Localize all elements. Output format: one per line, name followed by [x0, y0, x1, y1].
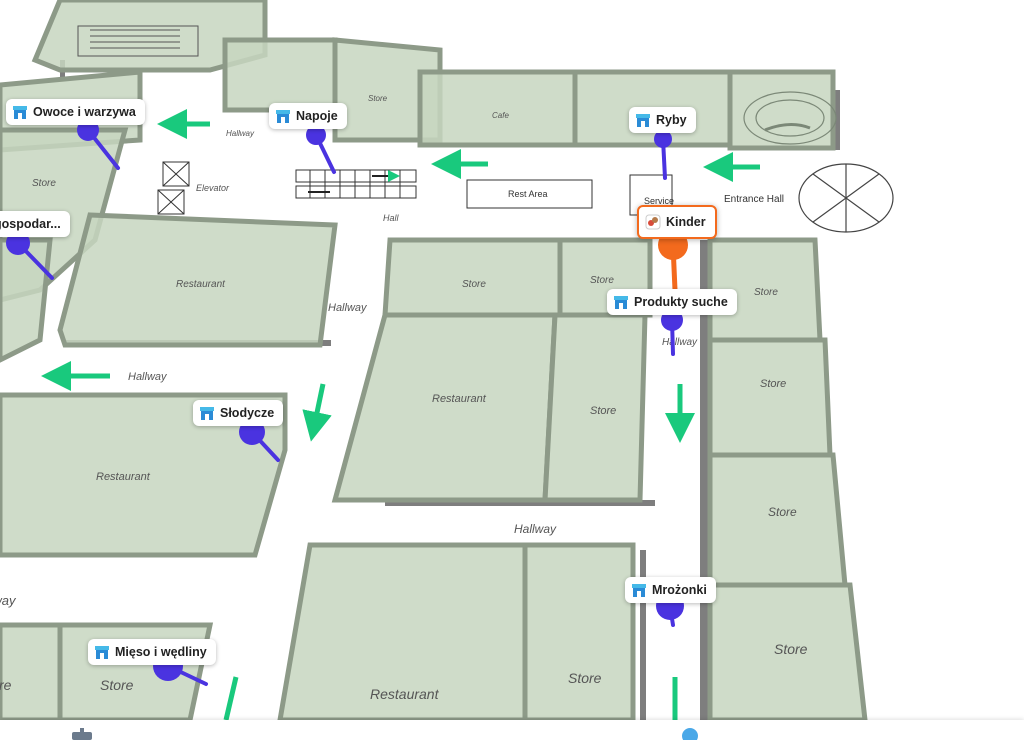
store-icon	[632, 584, 646, 597]
room-label-restaurant-south: Restaurant	[370, 686, 440, 702]
escalator	[295, 169, 417, 199]
pin-label: Ryby	[656, 113, 687, 127]
label-service: Service	[644, 196, 674, 206]
direction-arrows	[41, 109, 760, 721]
rest-area	[466, 179, 593, 209]
robot-icon[interactable]	[70, 728, 94, 740]
pin-label: Mrożonki	[652, 583, 707, 597]
revolving-door	[798, 163, 894, 233]
store-icon	[614, 296, 628, 309]
room-label-store-south: Store	[568, 670, 602, 686]
elevator	[157, 161, 190, 215]
pin-label: Słodycze	[220, 406, 275, 420]
pin-mieso-i-wedliny[interactable]: Mięso i wędliny	[88, 639, 216, 665]
label-hallway-mid: Hallway	[328, 302, 368, 314]
pin-label: Napoje	[296, 109, 338, 123]
room-label-store-east-3: Store	[768, 505, 797, 519]
room-label-store-center-right: Store	[590, 275, 614, 286]
label-elevator: Elevator	[196, 183, 230, 193]
stairs-top	[77, 25, 199, 57]
pin-owoce-i-warzywa[interactable]: Owoce i warzywa	[6, 99, 145, 125]
pin-gospodar[interactable]: gospodar...	[0, 211, 70, 237]
room-label-store-sw: Store	[100, 677, 134, 693]
pin-label: Owoce i warzywa	[33, 105, 136, 119]
label-hallway-right: Hallway	[662, 337, 698, 348]
store-icon	[95, 646, 109, 659]
room-label-store-east-1: Store	[754, 287, 778, 298]
label-hall: Hall	[383, 213, 400, 223]
pin-ryby[interactable]: Ryby	[629, 107, 696, 133]
label-entrance-hall: Entrance Hall	[724, 194, 784, 205]
room-label-restaurant-west: Restaurant	[96, 471, 151, 483]
room-label-store-top: Store	[368, 94, 388, 103]
pin-kinder-selected[interactable]: Kinder	[637, 205, 717, 239]
room-label-restaurant-nw: Restaurant	[176, 279, 226, 290]
pin-label: Kinder	[666, 215, 706, 229]
compass-rose	[743, 91, 837, 145]
room-label-cafe: Cafe	[492, 111, 509, 120]
store-icon	[276, 110, 290, 123]
pin-label: Produkty suche	[634, 295, 728, 309]
room-label-store-nw: Store	[32, 178, 56, 189]
store-icon	[13, 106, 27, 119]
room-label-store-east-4: Store	[774, 641, 808, 657]
pin-napoje[interactable]: Napoje	[269, 103, 347, 129]
bottom-toolbar	[0, 720, 1024, 740]
pin-label: Mięso i wędliny	[115, 645, 207, 659]
location-icon[interactable]	[680, 728, 700, 740]
label-hallway-top: Hallway	[226, 129, 255, 138]
label-rest-area: Rest Area	[508, 189, 548, 199]
room-label-store-center-low: Store	[590, 405, 616, 417]
pin-produkty-suche[interactable]: Produkty suche	[607, 289, 737, 315]
pin-label: gospodar...	[0, 217, 61, 231]
label-hallway-sw: Hallway	[0, 593, 17, 608]
store-icon	[636, 114, 650, 127]
room-label-store-sw-edge: Store	[0, 677, 12, 693]
pin-slodycze[interactable]: Słodycze	[193, 400, 284, 426]
room-label-store-center-top: Store	[462, 279, 486, 290]
pin-mrozonki[interactable]: Mrożonki	[625, 577, 716, 603]
room-label-restaurant-center: Restaurant	[432, 393, 487, 405]
label-hallway-left: Hallway	[128, 371, 168, 383]
room-label-store-east-2: Store	[760, 378, 786, 390]
store-icon	[200, 407, 214, 420]
toy-store-icon	[645, 214, 661, 230]
label-hallway-south: Hallway	[514, 522, 557, 536]
